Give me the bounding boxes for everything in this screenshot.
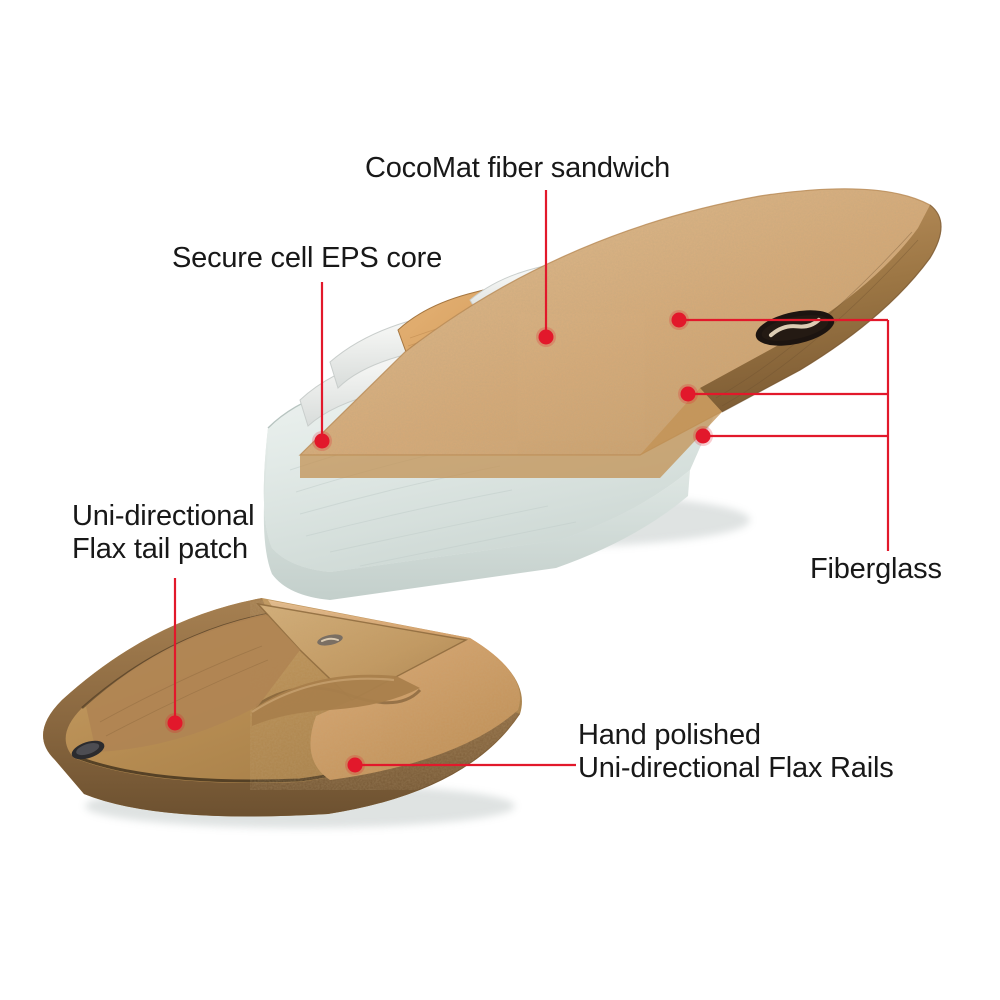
rolled-flax-lip (251, 674, 422, 726)
cork-cut-edge (300, 388, 722, 478)
label-hand-polished-flax-rails: Hand polished Uni-directional Flax Rails (578, 719, 894, 784)
label-secure-cell-eps-core: Secure cell EPS core (172, 242, 443, 274)
tail-front-face (86, 614, 300, 752)
label-uni-directional-flax-tail-patch: Uni-directional Flax tail patch (72, 500, 255, 565)
tail-block-view (43, 598, 522, 817)
label-cocomat-fiber-sandwich: CocoMat fiber sandwich (365, 152, 671, 184)
label-fiberglass: Fiberglass (810, 553, 942, 585)
tail-logo-mark (317, 634, 343, 646)
exploded-board-cutaway (263, 188, 942, 600)
vent-plug (71, 740, 105, 760)
